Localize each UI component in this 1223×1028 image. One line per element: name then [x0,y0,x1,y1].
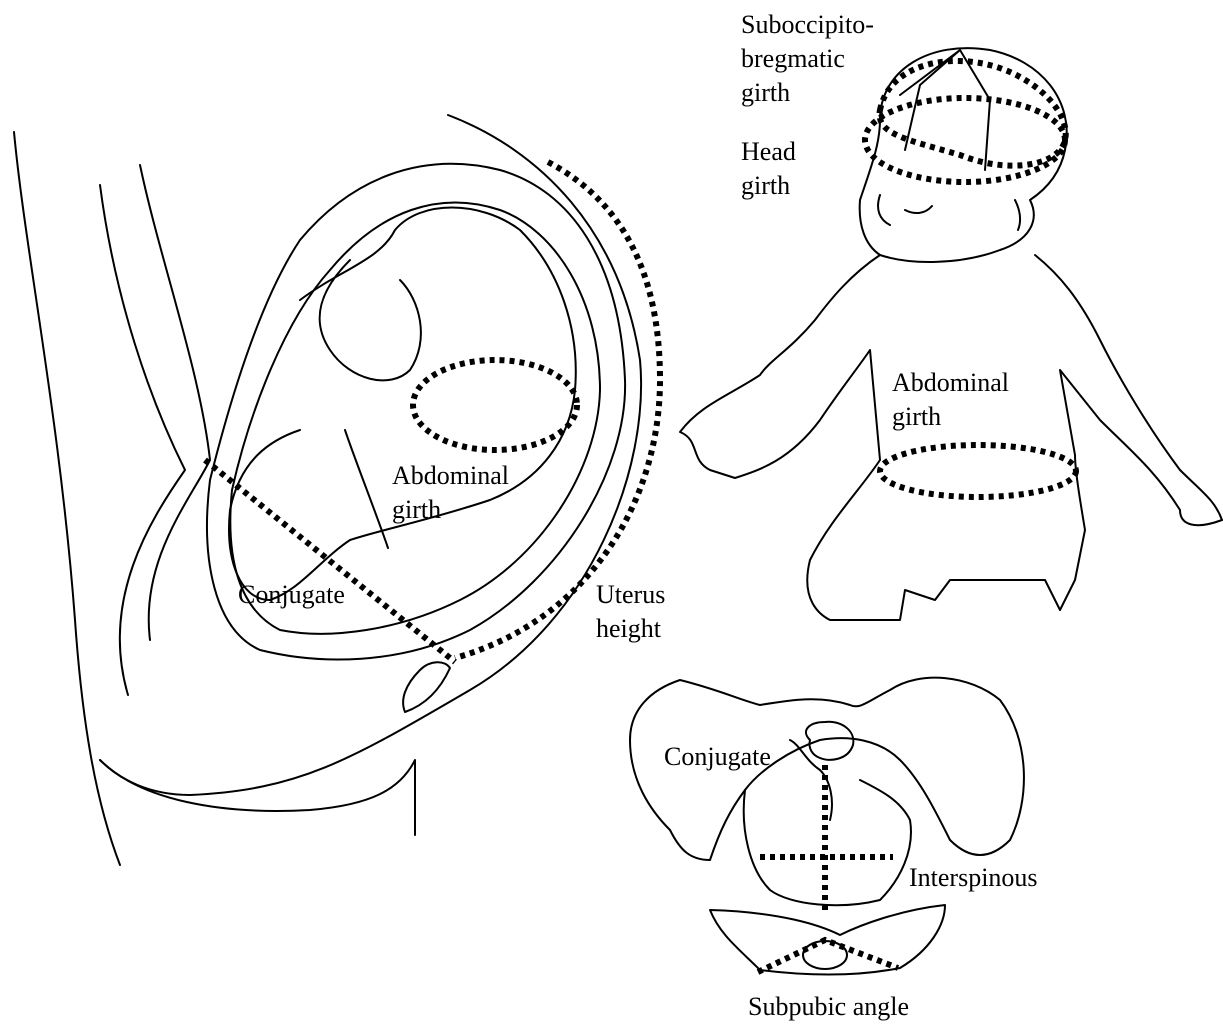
sacrum-shape [806,722,853,760]
pubic-arch-outline [710,905,945,975]
suboccipito-bregmatic-girth-label: Suboccipito- bregmatic girth [741,8,874,110]
fetal-abdominal-girth-dotted-ellipse [413,360,577,450]
spine-line [140,165,210,640]
pelvis-drawing [630,678,1024,975]
lower-body-outline [100,760,415,835]
infant-fontanel-lines [900,50,990,170]
placenta-shape [403,662,450,712]
interspinous-label: Interspinous [909,861,1038,895]
fetal-conjugate-label: Conjugate [238,578,345,612]
fetus-head-outline [320,260,421,380]
infant-face-features [878,195,1020,230]
pelvic-conjugate-label: Conjugate [664,740,771,774]
infant-body-outline [680,255,1222,620]
uterus-height-label: Uterus height [596,578,665,646]
subpubic-angle-label: Subpubic angle [748,990,909,1024]
mother-body-outline [14,132,120,865]
head-girth-label: Head girth [741,135,796,203]
infant-drawing [680,48,1222,620]
belly-wall-outline [100,115,641,795]
mother-back-line [100,185,185,695]
fetal-abdominal-girth-label: Abdominal girth [392,459,509,527]
infant-abdominal-girth-label: Abdominal girth [892,366,1009,434]
sagittal-pregnancy-drawing [14,115,660,865]
subpubic-angle-dotted-lines [758,940,898,972]
fetus-outline [229,208,576,601]
fetus-torso-line [345,430,388,548]
head-girth-dotted-ellipse [865,98,1065,182]
infant-abdominal-girth-dotted-ellipse [880,445,1076,497]
